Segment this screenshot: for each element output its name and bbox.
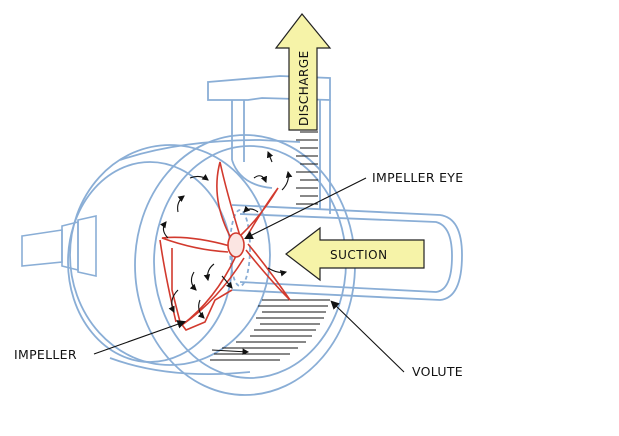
- shaft: [21, 215, 97, 277]
- impeller-eye-label: IMPELLER EYE: [372, 170, 463, 185]
- suction-arrow: SUCTION: [285, 226, 425, 282]
- discharge-pipe: [207, 75, 331, 214]
- impeller-label: IMPELLER: [14, 347, 77, 362]
- leader-lines: [93, 177, 405, 373]
- volute-label: VOLUTE: [412, 364, 463, 379]
- suction-pipe: [229, 204, 463, 301]
- flow-arrows: [160, 150, 293, 355]
- discharge-arrow: DISCHARGE: [274, 13, 332, 131]
- discharge-label: DISCHARGE: [297, 50, 311, 126]
- volute-hatching: [210, 299, 330, 361]
- suction-label: SUCTION: [330, 248, 388, 262]
